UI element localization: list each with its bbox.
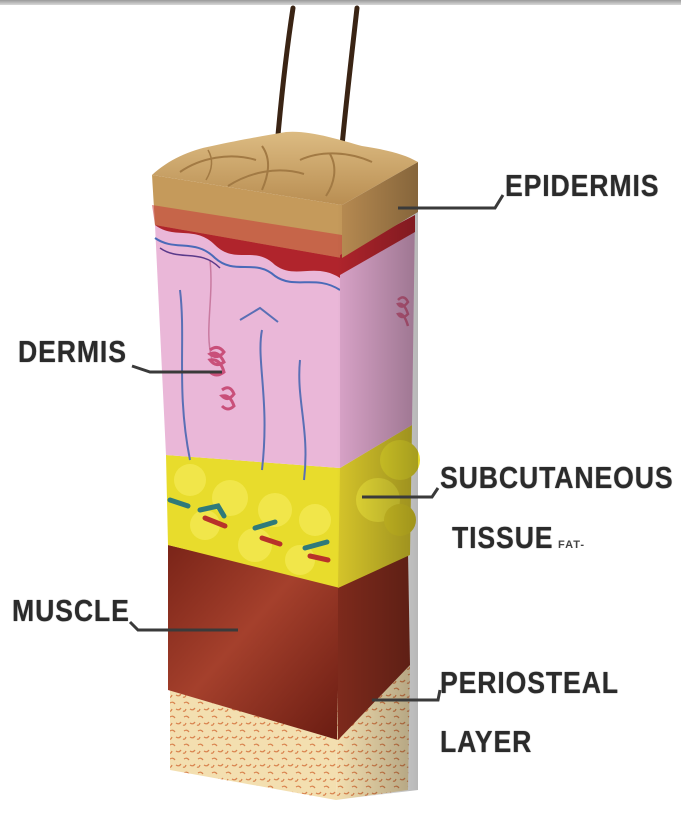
label-fat-note: FAT-	[558, 540, 585, 551]
label-layer: LAYER	[440, 726, 532, 757]
label-dermis: DERMIS	[18, 336, 127, 367]
label-subcutaneous: SUBCUTANEOUS	[440, 462, 673, 493]
label-epidermis: EPIDERMIS	[505, 170, 659, 201]
label-periosteal: PERIOSTEAL	[440, 667, 619, 698]
front-face	[152, 175, 342, 800]
label-tissue: TISSUE	[452, 522, 553, 553]
label-muscle: MUSCLE	[12, 595, 130, 626]
side-face	[336, 162, 420, 800]
